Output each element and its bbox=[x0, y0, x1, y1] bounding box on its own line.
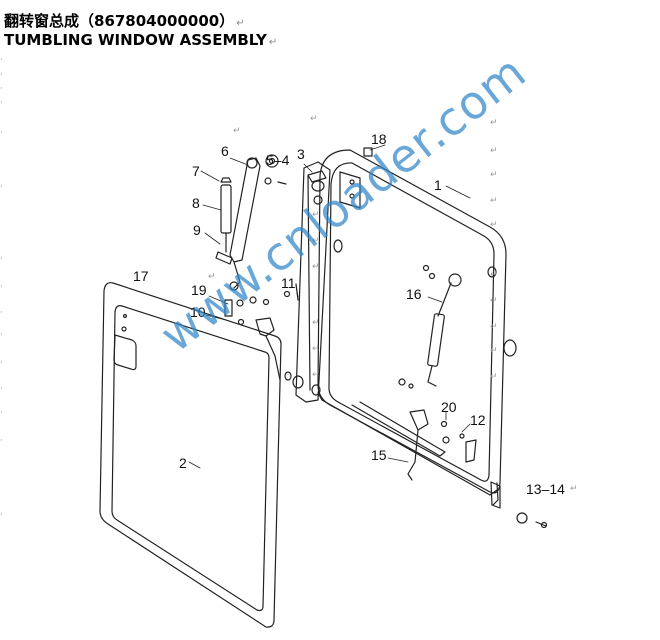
window-glass-panel bbox=[99, 282, 282, 628]
callout-10: 10 bbox=[190, 304, 206, 320]
paragraph-mark: ↵ bbox=[490, 170, 498, 180]
margin-mark: · bbox=[0, 84, 3, 94]
link-arm-left bbox=[229, 154, 279, 291]
callout-9: 9 bbox=[193, 222, 201, 238]
margin-mark: · bbox=[0, 55, 3, 65]
margin-mark: · bbox=[0, 128, 3, 138]
callout-13-14: 13–14 bbox=[526, 481, 565, 497]
document-title-english: TUMBLING WINDOW ASSEMBLY↵ bbox=[4, 31, 278, 49]
leader-lines bbox=[188, 144, 471, 469]
document-title-chinese: 翻转窗总成（867804000000）↵ bbox=[4, 12, 245, 30]
paragraph-mark: ↵ bbox=[310, 114, 318, 124]
paragraph-mark: ↵ bbox=[312, 370, 320, 380]
gas-strut-left bbox=[215, 177, 233, 265]
paragraph-mark: ↵ bbox=[490, 196, 498, 206]
lower-latch bbox=[407, 409, 477, 481]
paragraph-mark: ↵ bbox=[490, 146, 498, 156]
margin-mark: · bbox=[0, 330, 3, 340]
callout-16: 16 bbox=[406, 286, 422, 302]
margin-mark: · bbox=[0, 358, 3, 368]
paragraph-mark: ↵ bbox=[490, 118, 498, 128]
paragraph-mark: ↵ bbox=[490, 220, 498, 230]
paragraph-mark: ↵ bbox=[490, 372, 498, 382]
paragraph-mark: ↵ bbox=[312, 236, 320, 246]
callout-8: 8 bbox=[192, 195, 200, 211]
margin-mark: · bbox=[0, 408, 3, 418]
gas-strut-right bbox=[398, 264, 462, 389]
paragraph-mark: ↵ bbox=[233, 126, 241, 136]
paragraph-mark: ↵ bbox=[208, 272, 216, 282]
callout-7: 7 bbox=[192, 163, 200, 179]
callout-6: 6 bbox=[221, 143, 229, 159]
margin-mark: · bbox=[0, 384, 3, 394]
paragraph-mark: ↵ bbox=[312, 262, 320, 272]
margin-mark: · bbox=[0, 98, 3, 108]
callout-18: 18 bbox=[371, 131, 387, 147]
window-frame bbox=[317, 147, 517, 509]
margin-mark: · bbox=[0, 254, 3, 264]
paragraph-mark: ↵ bbox=[312, 210, 320, 220]
paragraph-mark: ↵ bbox=[490, 270, 498, 280]
paragraph-mark: ↵ bbox=[312, 344, 320, 354]
paragraph-mark: ↵ bbox=[490, 296, 498, 306]
paragraph-mark: ↵ bbox=[312, 318, 320, 328]
hinge-bar bbox=[295, 161, 331, 403]
callout-12: 12 bbox=[470, 412, 486, 428]
margin-mark: · bbox=[0, 70, 3, 80]
latch-bracket-left bbox=[224, 296, 304, 389]
callout-20: 20 bbox=[441, 399, 457, 415]
margin-mark: · bbox=[0, 510, 3, 520]
callout-3: 3 bbox=[297, 146, 305, 162]
margin-mark: · bbox=[0, 308, 3, 318]
paragraph-mark: ↵ bbox=[490, 346, 498, 356]
callout-19: 19 bbox=[191, 282, 207, 298]
callout-15: 15 bbox=[371, 447, 387, 463]
margin-mark: · bbox=[0, 182, 3, 192]
paragraph-mark: ↵ bbox=[490, 322, 498, 332]
callout-11: 11 bbox=[281, 275, 296, 291]
callout-5-4: 5–4 bbox=[266, 152, 290, 168]
paragraph-mark: ↵ bbox=[570, 484, 578, 494]
callout-2: 2 bbox=[179, 455, 187, 471]
callout-1: 1 bbox=[434, 177, 442, 193]
margin-mark: · bbox=[0, 282, 3, 292]
margin-mark: · bbox=[0, 436, 3, 446]
callout-17: 17 bbox=[133, 268, 149, 284]
